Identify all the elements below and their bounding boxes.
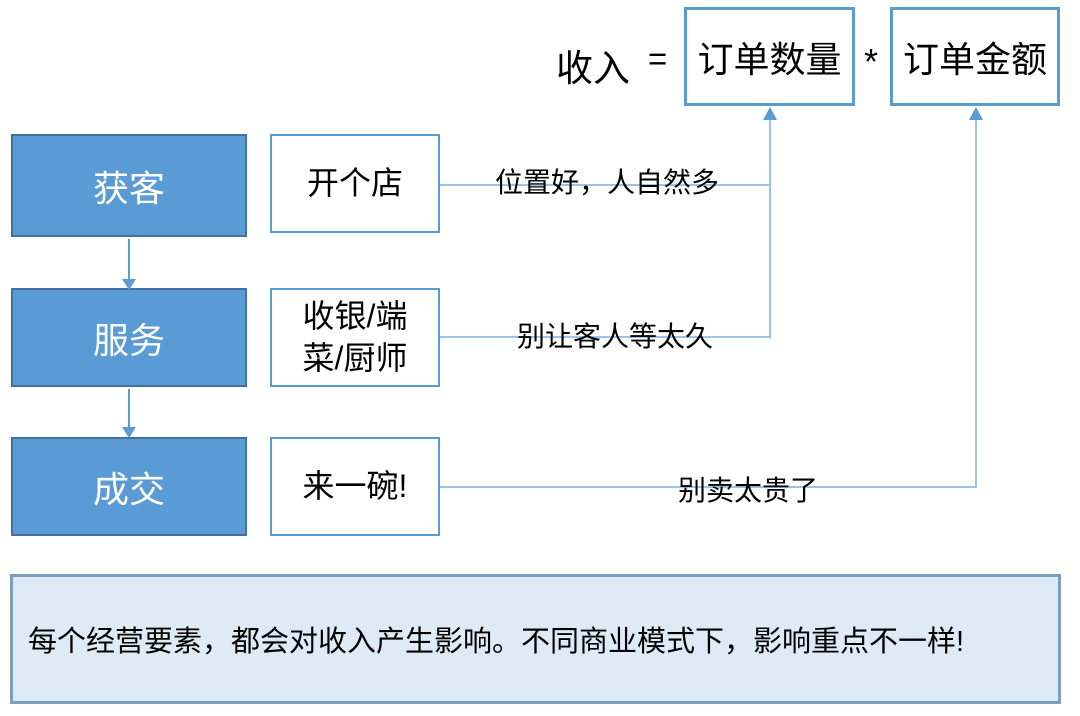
action-order-a-bowl-label: 来一碗! xyxy=(302,467,408,504)
annotation-price: 别卖太贵了 xyxy=(677,475,819,506)
annotation-wait-time: 别让客人等太久 xyxy=(516,321,714,352)
summary-text: 每个经营要素，都会对收入产生影响。不同商业模式下，影响重点不一样! xyxy=(28,626,965,658)
action-staff-label: 收银/端 菜/厨师 xyxy=(302,297,408,376)
up-arrow-icon xyxy=(969,107,983,120)
action-open-shop-label: 开个店 xyxy=(306,164,403,201)
equals-sign: = xyxy=(648,40,668,77)
factor-box-order-amount: 订单金额 xyxy=(890,7,1060,106)
factor-order-amount-label: 订单金额 xyxy=(902,38,1047,80)
stage-service-label: 服务 xyxy=(92,319,165,361)
connector-line-service xyxy=(440,336,771,338)
multiply-sign: * xyxy=(863,41,879,82)
connector-riser-order-amount xyxy=(975,118,977,488)
connector-line-deal xyxy=(440,486,977,488)
down-arrow-icon xyxy=(122,427,136,438)
annotation-location: 位置好，人自然多 xyxy=(494,167,720,198)
stage-deal-label: 成交 xyxy=(92,468,165,510)
stage-box-deal: 成交 xyxy=(11,437,247,536)
stage-connector-line-1 xyxy=(128,239,130,281)
action-box-order-a-bowl: 来一碗! xyxy=(270,437,440,536)
stage-box-service: 服务 xyxy=(11,288,247,387)
action-box-staff: 收银/端 菜/厨师 xyxy=(270,288,440,387)
factor-box-order-count: 订单数量 xyxy=(684,7,855,106)
stage-box-acquisition: 获客 xyxy=(11,134,247,237)
connector-line-acquisition xyxy=(440,184,771,186)
factor-order-count-label: 订单数量 xyxy=(697,38,842,80)
formula-result-label: 收入 xyxy=(556,48,630,89)
action-box-open-shop: 开个店 xyxy=(270,134,440,233)
down-arrow-icon xyxy=(122,279,136,290)
up-arrow-icon xyxy=(763,107,777,120)
connector-riser-order-count xyxy=(769,118,771,338)
stage-acquisition-label: 获客 xyxy=(92,167,165,209)
stage-connector-line-2 xyxy=(128,389,130,429)
summary-banner: 每个经营要素，都会对收入产生影响。不同商业模式下，影响重点不一样! xyxy=(10,574,1061,704)
